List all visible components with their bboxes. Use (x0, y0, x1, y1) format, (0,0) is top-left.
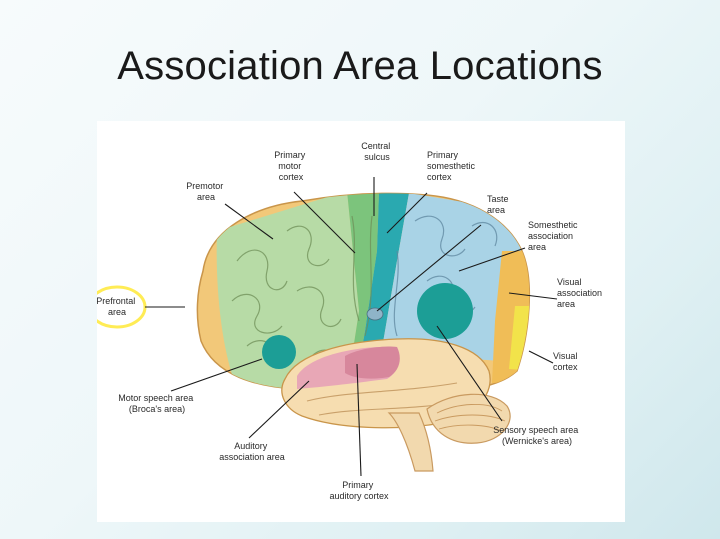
brain-stem (387, 412, 434, 472)
label-taste-area: Taste area (487, 194, 511, 215)
premotor-region (216, 193, 359, 389)
label-primary-auditory-cortex: Primary auditory cortex (329, 480, 389, 501)
primary-somesthetic-region (355, 193, 409, 389)
wernicke-area (417, 283, 473, 339)
label-premotor-area: Premotor area (186, 181, 226, 202)
label-auditory-association-area: Auditory association area (219, 441, 285, 462)
label-primary-motor-cortex: Primary motor cortex (274, 150, 308, 182)
slide-title: Association Area Locations (117, 44, 603, 88)
label-somesthetic-association-area: Somesthetic association area (528, 220, 580, 252)
brain-diagram-panel: Primary motor cortex Central sulcus Prim… (97, 121, 625, 522)
leader-lines (145, 177, 558, 477)
visual-cortex-region (509, 306, 530, 371)
cerebellum (426, 393, 511, 444)
label-prefrontal-area: Prefrontal area (97, 296, 138, 317)
label-visual-association-area: Visual association area (557, 277, 605, 309)
label-sensory-speech-area: Sensory speech area (Wernicke's area) (493, 425, 581, 446)
label-motor-speech-area: Motor speech area (Broca's area) (118, 393, 196, 414)
label-central-sulcus: Central sulcus (361, 141, 393, 162)
label-visual-cortex: Visual cortex (553, 351, 580, 372)
brain-diagram: Primary motor cortex Central sulcus Prim… (97, 141, 605, 501)
label-primary-somesthetic-cortex: Primary somesthetic cortex (427, 150, 478, 182)
primary-auditory-region (345, 346, 400, 379)
broca-area (262, 335, 296, 369)
taste-area (366, 307, 384, 321)
